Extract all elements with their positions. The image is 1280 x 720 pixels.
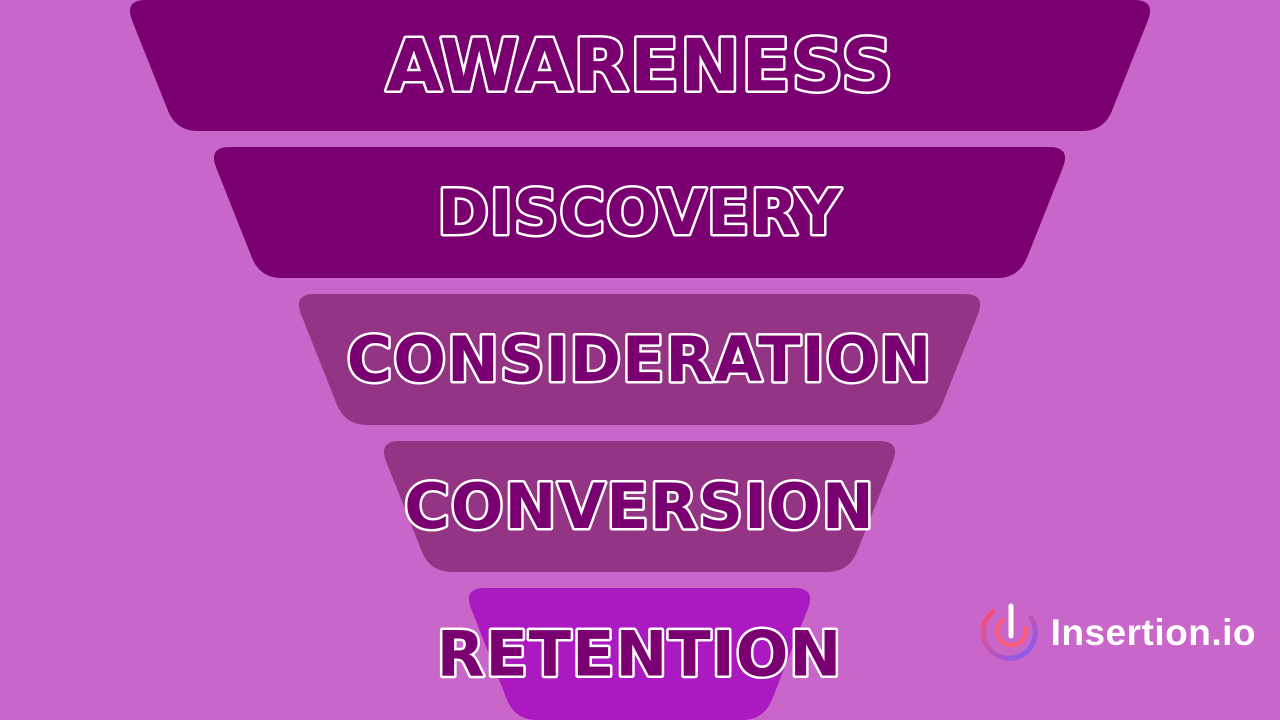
funnel-stage-shape xyxy=(383,441,896,572)
funnel-stage-consideration: CONSIDERATION xyxy=(298,294,981,425)
funnel-stage-shape xyxy=(213,147,1066,278)
funnel-stage-conversion: CONVERSION xyxy=(383,441,896,572)
funnel-stage-discovery: DISCOVERY xyxy=(213,147,1066,278)
funnel-stage-label: AWARENESS xyxy=(386,24,894,108)
funnel-stage-label: CONSIDERATION xyxy=(347,323,933,396)
brand-logo: Insertion.io xyxy=(975,598,1256,668)
insertion-logo-icon xyxy=(980,603,1038,661)
funnel-stage-shape xyxy=(129,0,1151,131)
funnel-stage-label: CONVERSION xyxy=(404,470,875,543)
logo-text: Insertion.io xyxy=(1050,612,1256,653)
funnel-stage-awareness: AWARENESS xyxy=(129,0,1151,131)
funnel-stage-label: RETENTION xyxy=(437,618,843,691)
funnel-stage-shape xyxy=(298,294,981,425)
funnel-stage-shape xyxy=(468,588,811,720)
funnel-stage-label: DISCOVERY xyxy=(437,176,841,249)
funnel-stage-retention: RETENTION xyxy=(434,588,844,720)
